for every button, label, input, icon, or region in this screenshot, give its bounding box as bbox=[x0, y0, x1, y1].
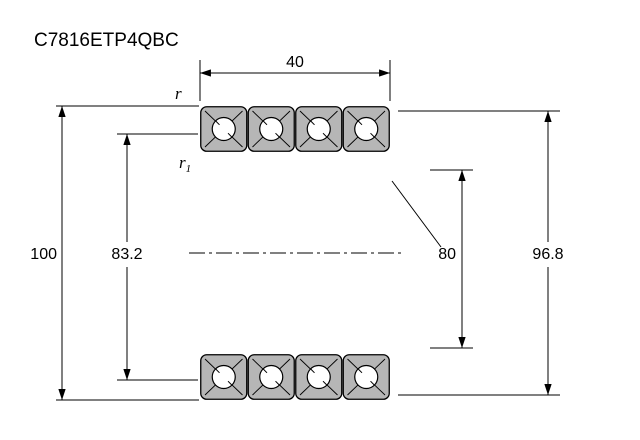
bearing-unit-bottom-1 bbox=[200, 354, 248, 400]
dim-outer-land-diameter: 96.8 bbox=[398, 110, 564, 396]
bearing-upper-row bbox=[200, 106, 390, 152]
chamfer-label-r1-base: r bbox=[179, 153, 186, 172]
chamfer-label-r1-subscript: 1 bbox=[186, 163, 192, 175]
chamfer-label-r: r bbox=[175, 84, 182, 103]
dim-bore-diameter: 80 bbox=[391, 169, 473, 349]
bearing-unit-top-1 bbox=[200, 106, 248, 152]
dim-inner-land-diameter: 83.2 bbox=[111, 133, 198, 381]
dim-outer-diameter: 100 bbox=[30, 105, 199, 401]
dim-outer-width: 40 bbox=[199, 54, 391, 101]
bearing-unit-top-3 bbox=[295, 106, 343, 152]
bearing-unit-top-4 bbox=[342, 106, 390, 152]
bearing-unit-bottom-4 bbox=[342, 354, 390, 400]
bearing-unit-bottom-2 bbox=[247, 354, 295, 400]
chamfer-label-r1: r1 bbox=[179, 153, 191, 175]
dim-label-od: 100 bbox=[30, 246, 57, 263]
dim-label-bore: 80 bbox=[438, 246, 456, 263]
dim-label-outer-land: 96.8 bbox=[532, 246, 563, 263]
part-number-title: C7816ETP4QBC bbox=[34, 30, 179, 51]
dim-label-inner-land: 83.2 bbox=[111, 246, 142, 263]
bearing-unit-top-2 bbox=[247, 106, 295, 152]
dim-label-width: 40 bbox=[286, 54, 304, 71]
leader-line-bore bbox=[391, 180, 442, 248]
bearing-unit-bottom-3 bbox=[295, 354, 343, 400]
bearing-lower-row bbox=[200, 354, 390, 400]
